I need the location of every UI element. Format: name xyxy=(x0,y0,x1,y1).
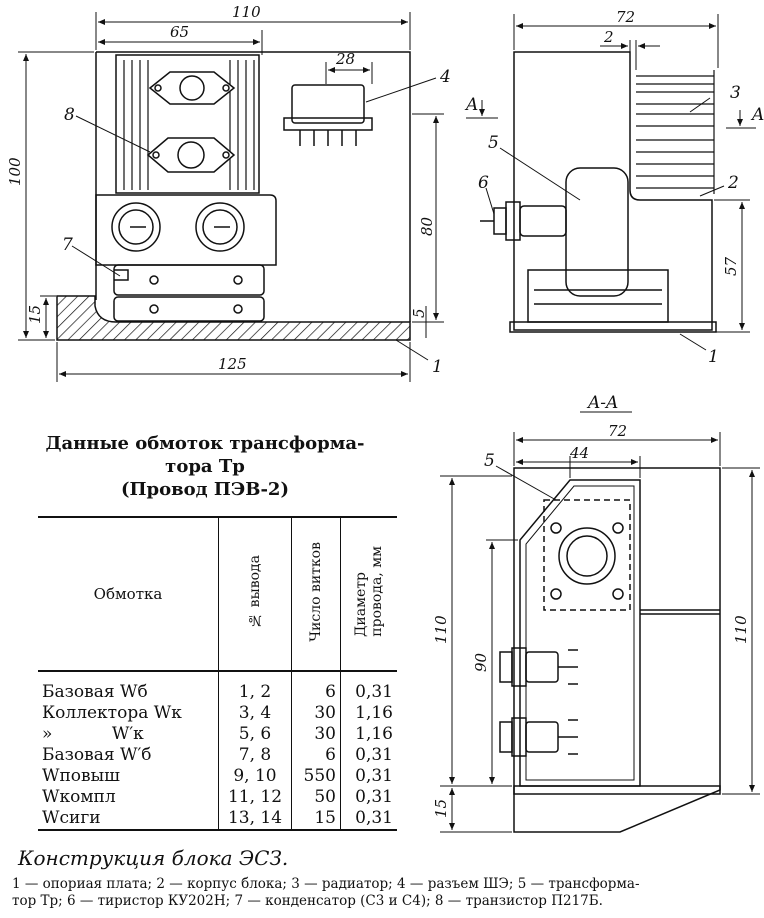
dim-front-15: 15 xyxy=(26,305,44,324)
front-view xyxy=(56,51,411,341)
section-connector xyxy=(543,499,631,611)
side-view xyxy=(480,51,717,333)
table-title-line2: тора Тр xyxy=(165,456,245,477)
callout-3: 3 xyxy=(730,83,741,103)
header-turns: Число витков xyxy=(291,516,341,672)
table-title: Данные обмоток трансформа- тора Тр (Пров… xyxy=(20,432,390,501)
table-title-line3: (Провод ПЭВ-2) xyxy=(121,479,289,500)
callout-1-front: 1 xyxy=(432,357,443,377)
dim-front-65: 65 xyxy=(170,23,189,41)
dim-front-110: 110 xyxy=(232,3,261,21)
side-radiator-fins xyxy=(636,70,715,194)
dim-section-90: 90 xyxy=(472,652,490,672)
dim-section-44: 44 xyxy=(569,444,589,462)
table-header-row: Обмотка № вывода Число витков Диаметрпро… xyxy=(38,516,397,672)
dim-front-100: 100 xyxy=(6,157,24,186)
figure-caption: Конструкция блока ЭСЗ. xyxy=(18,846,289,870)
thyristor-panel xyxy=(95,194,277,266)
callout-4: 4 xyxy=(439,67,451,87)
dim-section-110-right: 110 xyxy=(732,615,750,644)
dim-section-72: 72 xyxy=(608,422,627,440)
radiator-fins xyxy=(123,60,255,190)
callout-2: 2 xyxy=(727,173,739,193)
section-thyristor-1 xyxy=(499,647,578,687)
dim-section-15: 15 xyxy=(432,799,450,818)
dim-front-80: 80 xyxy=(418,216,436,236)
dim-side-2: 2 xyxy=(603,28,614,46)
callout-7: 7 xyxy=(62,235,73,255)
section-view xyxy=(499,467,721,833)
front-body-outline xyxy=(96,51,411,322)
header-terminal: № вывода xyxy=(218,516,292,672)
radiator-front xyxy=(115,54,260,194)
side-dimensions xyxy=(466,14,756,351)
header-diameter: Диаметрпровода, мм xyxy=(340,516,397,672)
front-dimensions xyxy=(18,12,444,382)
section-mark-left: A xyxy=(464,95,478,115)
side-capacitors xyxy=(527,269,669,323)
dim-front-5: 5 xyxy=(410,308,428,318)
base-plate xyxy=(56,295,411,341)
thyristor-right xyxy=(195,202,245,252)
section-thyristor-2 xyxy=(499,717,578,757)
connector-body xyxy=(283,84,373,146)
dim-section-110-left: 110 xyxy=(432,615,450,644)
side-thyristor xyxy=(480,201,567,241)
section-base xyxy=(513,785,721,833)
thyristor-left xyxy=(111,202,161,252)
figure-legend: 1 — опориая плата; 2 — корпус блока; 3 —… xyxy=(12,876,764,910)
section-dimensions xyxy=(440,411,760,833)
dim-side-57: 57 xyxy=(722,256,740,276)
transistor-bottom xyxy=(146,137,236,173)
callout-8: 8 xyxy=(64,105,75,125)
callout-1-side: 1 xyxy=(708,347,719,367)
dim-front-125: 125 xyxy=(218,355,247,373)
capacitors xyxy=(113,264,265,322)
section-mark-right: A xyxy=(750,105,764,125)
side-transformer xyxy=(565,167,629,297)
header-winding: Обмотка xyxy=(38,516,219,672)
side-body xyxy=(513,51,713,331)
callout-5-side: 5 xyxy=(488,133,499,153)
table-title-line1: Данные обмоток трансформа- xyxy=(45,433,365,454)
callout-6: 6 xyxy=(478,173,489,193)
legend-line2: тор Тр; 6 — тиристор КУ202Н; 7 — конденс… xyxy=(12,893,603,909)
transistor-top xyxy=(148,71,236,105)
windings-table: Обмотка № вывода Число витков Диаметрпро… xyxy=(38,516,397,831)
section-title: A-A xyxy=(586,393,618,413)
dim-front-28: 28 xyxy=(335,50,355,68)
dim-side-72: 72 xyxy=(616,8,635,26)
legend-line1: 1 — опориая плата; 2 — корпус блока; 3 —… xyxy=(12,876,640,892)
callout-5-section: 5 xyxy=(484,451,495,471)
